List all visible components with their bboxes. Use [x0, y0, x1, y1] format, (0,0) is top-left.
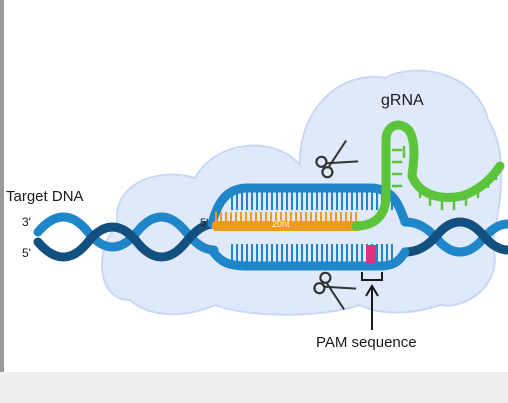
pam-arrow-icon	[361, 272, 383, 330]
scissors-icon-bottom	[313, 271, 357, 310]
target-dna-label: Target DNA	[6, 188, 84, 205]
scissors-icon-top	[315, 140, 359, 179]
three-prime-label: 3'	[22, 215, 31, 229]
grna-label: gRNA	[381, 92, 424, 109]
pam-sequence-label: PAM sequence	[316, 334, 417, 351]
pam-site	[366, 245, 376, 263]
left-frame-edge	[0, 0, 4, 403]
dna-top-strand	[207, 183, 410, 229]
dna-helix-left	[33, 212, 219, 262]
dna-helix-right	[400, 217, 508, 257]
five-prime-label: 5'	[22, 246, 31, 260]
nt-length-label: 20nt	[272, 219, 290, 229]
grna-scaffold	[351, 120, 505, 231]
top-strand-bases	[231, 192, 393, 210]
bottom-band	[0, 372, 508, 403]
grna-spacer	[212, 212, 362, 231]
dna-bottom-strand	[207, 245, 410, 271]
five-prime-rna-label: 5'	[200, 217, 209, 229]
